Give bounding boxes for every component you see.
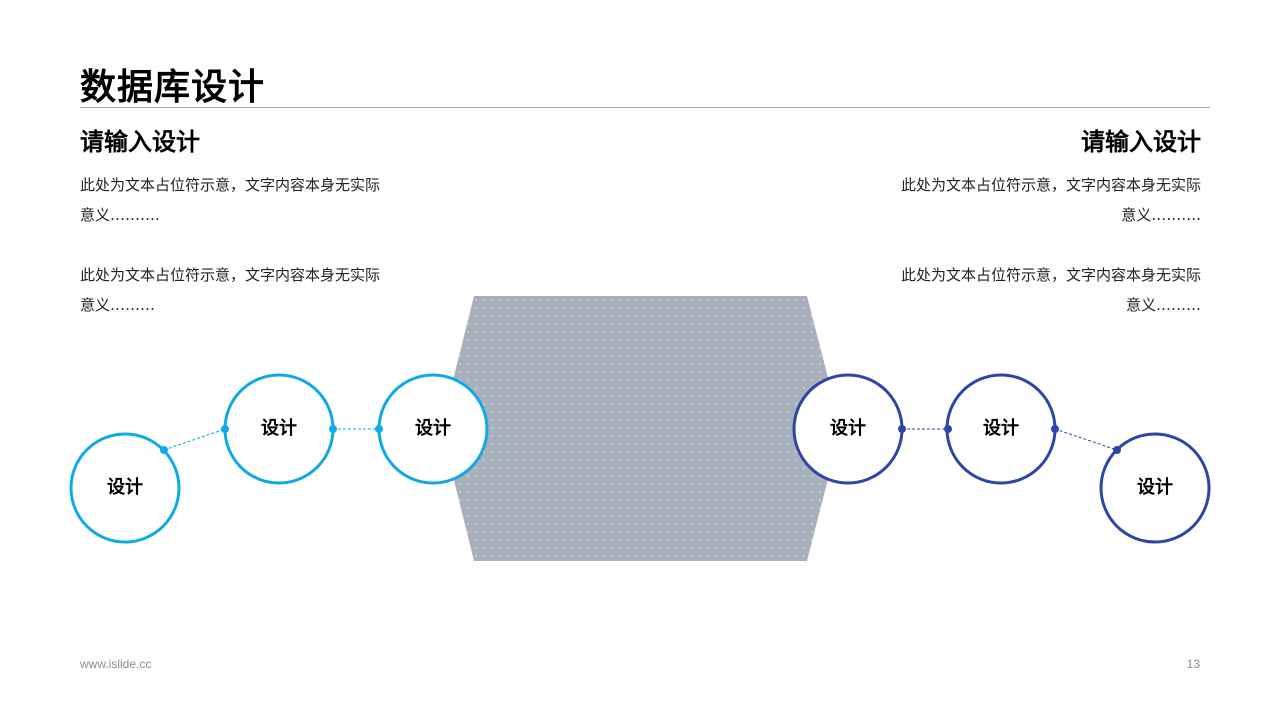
left-paragraph-1-line-1: 此处为文本占位符示意，文字内容本身无实际: [80, 176, 381, 194]
left-connector-dot: [221, 425, 229, 433]
page-title: 数据库设计: [80, 67, 266, 108]
footer-url[interactable]: www.islide.cc: [80, 657, 152, 671]
right-node-2-label: 设计: [983, 418, 1019, 439]
right-connector-2: [1054, 428, 1118, 451]
left-connector-dot: [375, 425, 383, 433]
right-connector-dot: [1051, 425, 1059, 433]
right-node-3-label: 设计: [1137, 477, 1173, 498]
left-node-1-circle[interactable]: [69, 432, 181, 544]
center-hexagon: [441, 296, 841, 561]
right-text-block: 请输入设计 此处为文本占位符示意，文字内容本身无实际 意义………. 此处为文本占…: [871, 126, 1201, 320]
left-node-3-label: 设计: [415, 418, 451, 439]
left-connector-dot: [329, 425, 337, 433]
left-paragraph-1-line-2: 意义……….: [80, 206, 160, 224]
right-paragraph-2-line-1: 此处为文本占位符示意，文字内容本身无实际: [900, 266, 1201, 284]
right-node-3-circle[interactable]: [1099, 432, 1211, 544]
left-node-1-label: 设计: [107, 477, 143, 498]
right-paragraph-1-line-2: 意义……….: [1121, 206, 1201, 224]
right-node-1-label: 设计: [830, 418, 866, 439]
left-paragraph-2-line-1: 此处为文本占位符示意，文字内容本身无实际: [80, 266, 381, 284]
right-paragraph-1-line-1: 此处为文本占位符示意，文字内容本身无实际: [900, 176, 1201, 194]
left-connector-dot: [160, 446, 168, 454]
title-divider: [80, 107, 1210, 108]
left-text-block: 请输入设计 此处为文本占位符示意，文字内容本身无实际 意义………. 此处为文本占…: [80, 126, 410, 320]
right-heading: 请输入设计: [1081, 128, 1201, 156]
right-paragraph-2-line-2: 意义………: [1125, 296, 1201, 314]
right-connector-dot: [898, 425, 906, 433]
left-connector-1: [163, 428, 226, 451]
page-number: 13: [1186, 657, 1200, 671]
left-paragraph-2-line-2: 意义………: [80, 296, 156, 314]
left-node-2-label: 设计: [261, 418, 297, 439]
right-connector-dot: [1113, 446, 1121, 454]
right-connector-dot: [944, 425, 952, 433]
left-heading: 请输入设计: [80, 128, 200, 156]
